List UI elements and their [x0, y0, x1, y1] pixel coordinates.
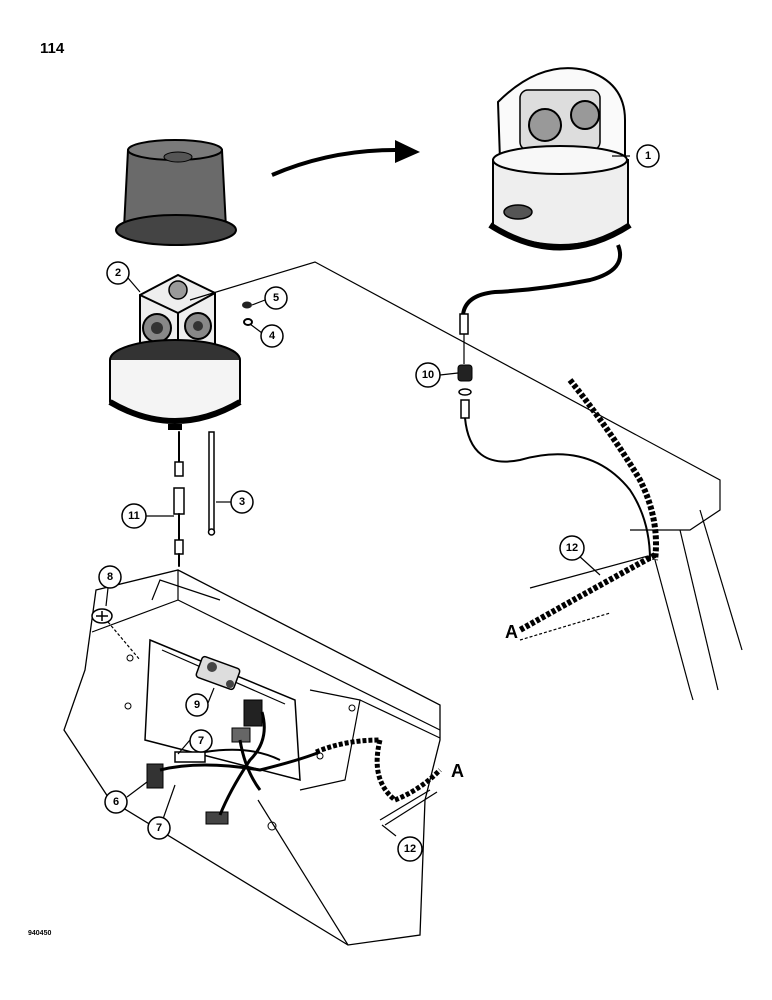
mounting-pin — [207, 431, 216, 536]
callout-4: 4 — [260, 324, 284, 348]
harness-wrap-lower — [518, 552, 657, 633]
connector-boot — [457, 364, 473, 419]
callout-9: 9 — [185, 693, 209, 717]
switch — [195, 655, 241, 691]
leader-lines — [105, 155, 630, 837]
figure-code: 940450 — [28, 930, 52, 937]
svg-text:12: 12 — [404, 843, 416, 855]
callout-3: 3 — [230, 490, 254, 514]
harness-cord — [464, 417, 651, 561]
svg-text:8: 8 — [107, 571, 113, 583]
light-base — [108, 339, 242, 430]
grommet-parts — [242, 301, 253, 326]
screw — [91, 608, 141, 661]
callout-12-upper: 12 — [559, 535, 585, 561]
svg-text:5: 5 — [273, 292, 279, 304]
svg-text:7: 7 — [156, 822, 162, 834]
callout-11: 11 — [121, 503, 147, 529]
callout-10: 10 — [415, 362, 441, 388]
svg-text:6: 6 — [113, 796, 119, 808]
callout-7-lower: 7 — [147, 816, 171, 840]
callout-1: 1 — [636, 144, 660, 168]
callout-8: 8 — [98, 565, 122, 589]
svg-text:11: 11 — [128, 510, 140, 522]
harness-wrap — [567, 378, 659, 561]
callout-6: 6 — [104, 790, 128, 814]
callout-7-upper: 7 — [189, 729, 213, 753]
cord-plug — [459, 313, 469, 335]
svg-text:7: 7 — [198, 735, 204, 747]
assembly-arrow — [271, 140, 420, 177]
svg-text:10: 10 — [422, 369, 434, 381]
cab-roof — [189, 261, 743, 701]
beacon-cord — [461, 244, 622, 316]
svg-text:12: 12 — [566, 542, 578, 554]
svg-text:4: 4 — [269, 330, 276, 342]
lens-dome — [115, 139, 237, 246]
ref-letter-upper: A — [505, 622, 518, 642]
callout-5: 5 — [264, 286, 288, 310]
console-wiring — [146, 699, 442, 826]
svg-text:3: 3 — [239, 496, 245, 508]
ref-letter-lower: A — [451, 761, 464, 781]
beacon-light-assembled — [488, 67, 632, 251]
callout-2: 2 — [106, 261, 130, 285]
callout-12-lower: 12 — [397, 836, 423, 862]
svg-text:9: 9 — [194, 699, 200, 711]
svg-text:2: 2 — [115, 267, 121, 279]
pigtail-connector — [173, 431, 185, 567]
svg-text:1: 1 — [645, 150, 651, 162]
page-number: 114 — [40, 40, 65, 57]
